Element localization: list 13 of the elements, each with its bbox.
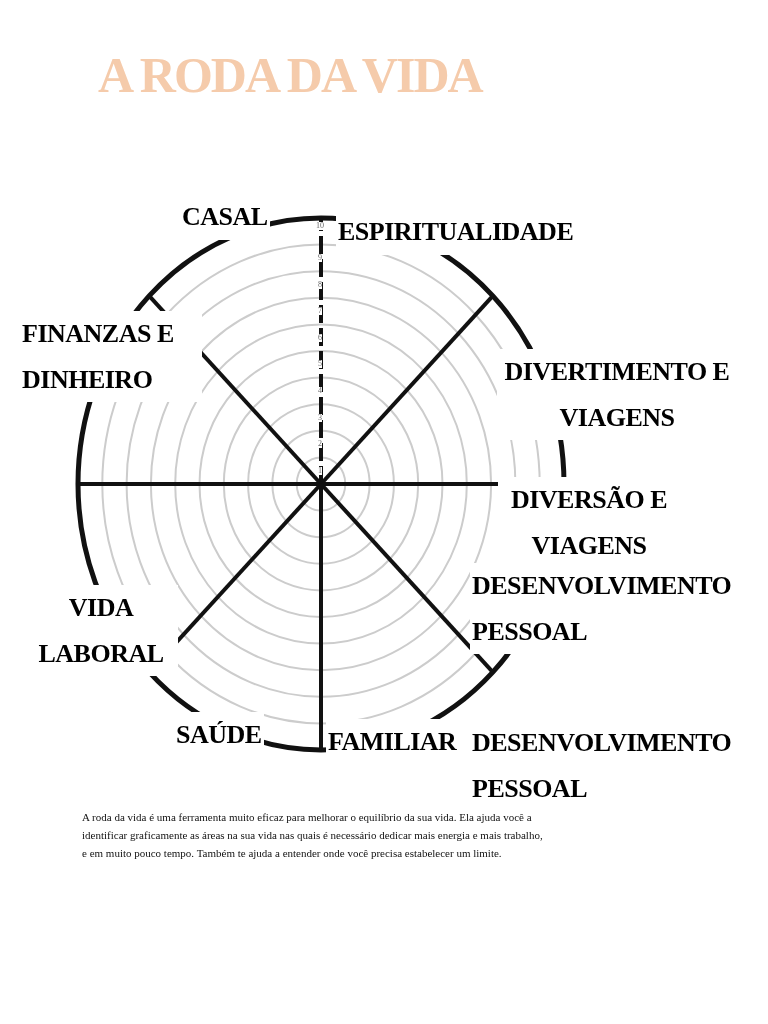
scale-number: 1 (318, 466, 322, 475)
title: A RODA DA VIDA (98, 48, 482, 103)
scale-number: 10 (316, 222, 324, 230)
scale-number: 4 (318, 386, 322, 395)
scale-number: 7 (318, 307, 322, 316)
scale-number: 9 (318, 253, 322, 262)
scale-number: 2 (318, 440, 322, 449)
scale-number: 3 (318, 413, 322, 422)
scale-number: 5 (318, 360, 322, 369)
scale-number: 8 (318, 280, 322, 289)
scale-number: 6 (318, 333, 322, 342)
segment-label: FINANZAS E DINHEIRO (20, 311, 202, 402)
description-text: A roda da vida é uma ferramenta muito eficaz para melhorar o equilíbrio da sua vida. Ela ajuda você a identificar graficamente as áreas na sua vida nas quais é necessário dedicar mais energia e mais trabalho, e em muito pouco tempo. Também te ajuda a entender onde você precisa estabelecer um limite. (82, 810, 544, 861)
